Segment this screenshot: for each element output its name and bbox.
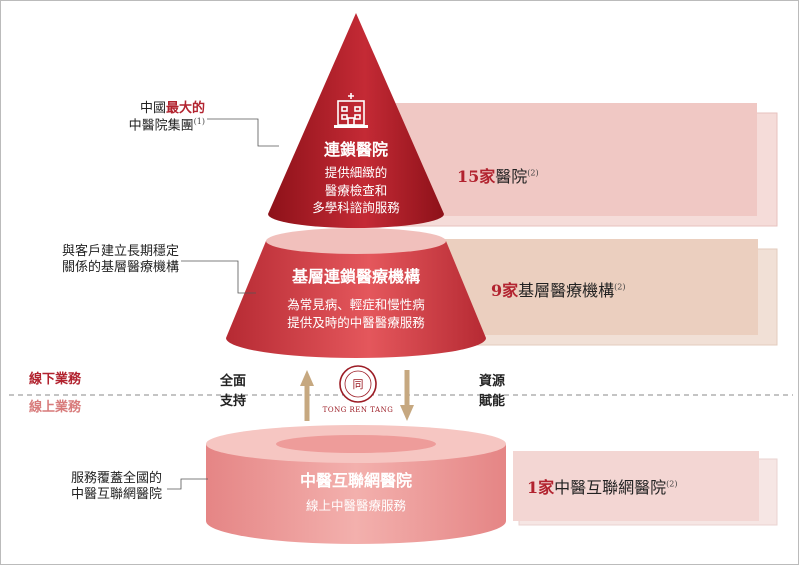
online-business-label: 線上業務 xyxy=(29,400,82,415)
bottom-tier-count: 1家中醫互聯網醫院(2) xyxy=(527,478,678,497)
bottom-annotation-line1: 服務覆蓋全國的 xyxy=(70,471,162,486)
logo-text: TONG REN TANG xyxy=(323,406,394,414)
mid-tier-desc-line: 為常見病、輕症和慢性病 xyxy=(287,297,425,312)
top-annotation: 中國最大的 中醫院集團(1) xyxy=(129,101,205,134)
mid-count-label: 基層醫療機構 xyxy=(518,281,615,300)
support-right-line: 資源 xyxy=(478,374,505,389)
leader-lines xyxy=(167,118,279,490)
top-tier-cone xyxy=(268,13,444,228)
bottom-count-note: (2) xyxy=(666,479,678,489)
support-left-label: 全面 支持 xyxy=(213,372,253,412)
bottom-tier-description: 線上中醫醫療服務 xyxy=(305,498,406,513)
mid-tier-frustum xyxy=(226,228,486,358)
top-tier-desc-line: 提供細緻的 xyxy=(324,165,388,180)
top-tier-desc-line: 多學科諮詢服務 xyxy=(312,200,400,215)
support-right-label: 資源 賦能 xyxy=(472,372,512,412)
bottom-leader-line xyxy=(167,478,208,490)
top-count-note: (2) xyxy=(527,168,539,178)
bottom-annotation-line2: 中醫互聯網醫院 xyxy=(70,486,162,502)
resource-down-arrow xyxy=(400,370,414,421)
support-left-line: 支持 xyxy=(219,394,246,410)
bottom-count-panel xyxy=(513,451,778,526)
bottom-count-label: 中醫互聯網醫院 xyxy=(554,478,667,497)
mid-tier-description: 為常見病、輕症和慢性病 提供及時的中醫醫療服務 xyxy=(246,296,466,331)
top-count-panel xyxy=(387,103,778,227)
mid-count-number: 9家 xyxy=(491,281,519,300)
mid-tier-title: 基層連鎖醫療機構 xyxy=(291,267,420,286)
top-count-label: 醫院 xyxy=(495,167,528,186)
bottom-count-number: 1家 xyxy=(527,478,555,497)
bottom-tier-title: 中醫互聯網醫院 xyxy=(299,471,412,490)
top-tier-desc-line: 醫療檢查和 xyxy=(324,182,388,198)
top-tier-count: 15家醫院(2) xyxy=(457,167,539,186)
top-leader-line xyxy=(207,118,279,147)
mid-tier-count: 9家基層醫療機構(2) xyxy=(491,281,626,300)
top-annotation-note: (1) xyxy=(193,116,205,126)
mid-count-note: (2) xyxy=(614,282,626,292)
bottom-tier-cylinder xyxy=(206,425,506,544)
mid-leader-line xyxy=(181,260,256,294)
top-annotation-line2: 中醫院集團 xyxy=(128,117,194,133)
top-count-number: 15家 xyxy=(457,167,496,186)
mid-annotation-line2: 關係的基層醫療機構 xyxy=(61,259,179,275)
top-tier-description: 提供細緻的 醫療檢查和 多學科諮詢服務 xyxy=(286,164,426,217)
bottom-annotation: 服務覆蓋全國的 中醫互聯網醫院 xyxy=(71,471,162,502)
support-left-line: 全面 xyxy=(219,374,246,389)
tong-ren-tang-logo: 同 xyxy=(339,365,377,403)
offline-business-label: 線下業務 xyxy=(29,372,82,387)
support-up-arrow xyxy=(300,370,314,421)
mid-annotation: 與客戶建立長期穩定 關係的基層醫療機構 xyxy=(62,244,179,275)
hospital-icon xyxy=(334,93,368,128)
top-tier-title: 連鎖醫院 xyxy=(323,140,388,159)
top-annotation-highlight: 最大的 xyxy=(165,101,205,116)
mid-annotation-line1: 與客戶建立長期穩定 xyxy=(61,244,179,259)
mid-tier-desc-line: 提供及時的中醫醫療服務 xyxy=(287,314,425,330)
svg-text:同: 同 xyxy=(353,378,364,391)
top-annotation-prefix: 中國 xyxy=(139,101,166,116)
support-right-line: 賦能 xyxy=(478,394,505,410)
mid-count-panel xyxy=(441,239,778,346)
